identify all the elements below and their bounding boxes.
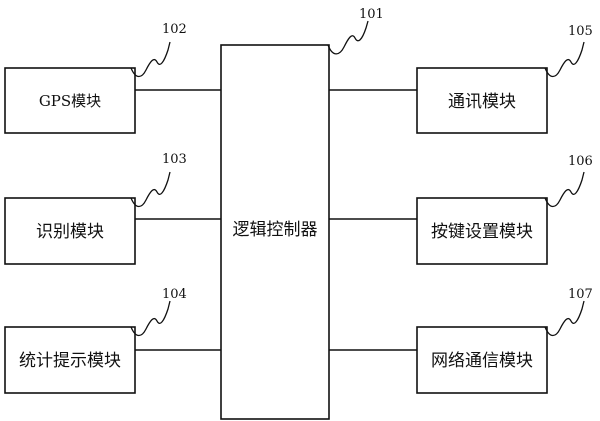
left-module-label: GPS模块 — [39, 92, 101, 110]
right-module-box — [416, 326, 548, 394]
left-module-ref-number: 103 — [162, 152, 187, 167]
right-module-key-settings: 按键设置模块 106 — [329, 154, 593, 265]
left-module-box — [4, 67, 136, 134]
left-module-ref-leader — [130, 171, 171, 208]
left-module-gps: GPS模块 102 — [4, 22, 221, 134]
right-module-box — [416, 67, 548, 134]
controller-block: 逻辑控制器 101 — [220, 7, 384, 420]
right-module-ref-number: 105 — [568, 24, 593, 39]
right-module-box — [416, 197, 548, 265]
controller-box — [220, 44, 330, 420]
controller-ref-leader — [327, 20, 369, 55]
left-module-box — [4, 326, 136, 394]
left-module-box — [4, 197, 136, 265]
left-module-ref-leader — [130, 41, 171, 78]
controller-label: 逻辑控制器 — [233, 220, 318, 240]
right-module-ref-number: 106 — [568, 154, 593, 169]
left-module-ref-leader — [130, 300, 171, 337]
right-module-ref-leader — [544, 171, 585, 208]
right-module-ref-leader — [544, 41, 585, 78]
left-module-statistics: 统计提示模块 104 — [4, 287, 221, 394]
right-module-label: 按键设置模块 — [431, 222, 533, 242]
right-module-communication: 通讯模块 105 — [329, 24, 593, 134]
left-module-label: 统计提示模块 — [19, 351, 121, 371]
right-module-ref-leader — [544, 300, 585, 337]
controller-ref-number: 101 — [359, 7, 384, 22]
right-module-network: 网络通信模块 107 — [329, 287, 593, 394]
left-module-recognition: 识别模块 103 — [4, 152, 221, 265]
right-module-label: 网络通信模块 — [431, 351, 533, 371]
right-module-label: 通讯模块 — [448, 92, 516, 112]
right-module-ref-number: 107 — [568, 287, 593, 302]
left-module-ref-number: 102 — [162, 22, 187, 37]
left-module-ref-number: 104 — [162, 287, 187, 302]
left-module-label: 识别模块 — [36, 222, 104, 242]
